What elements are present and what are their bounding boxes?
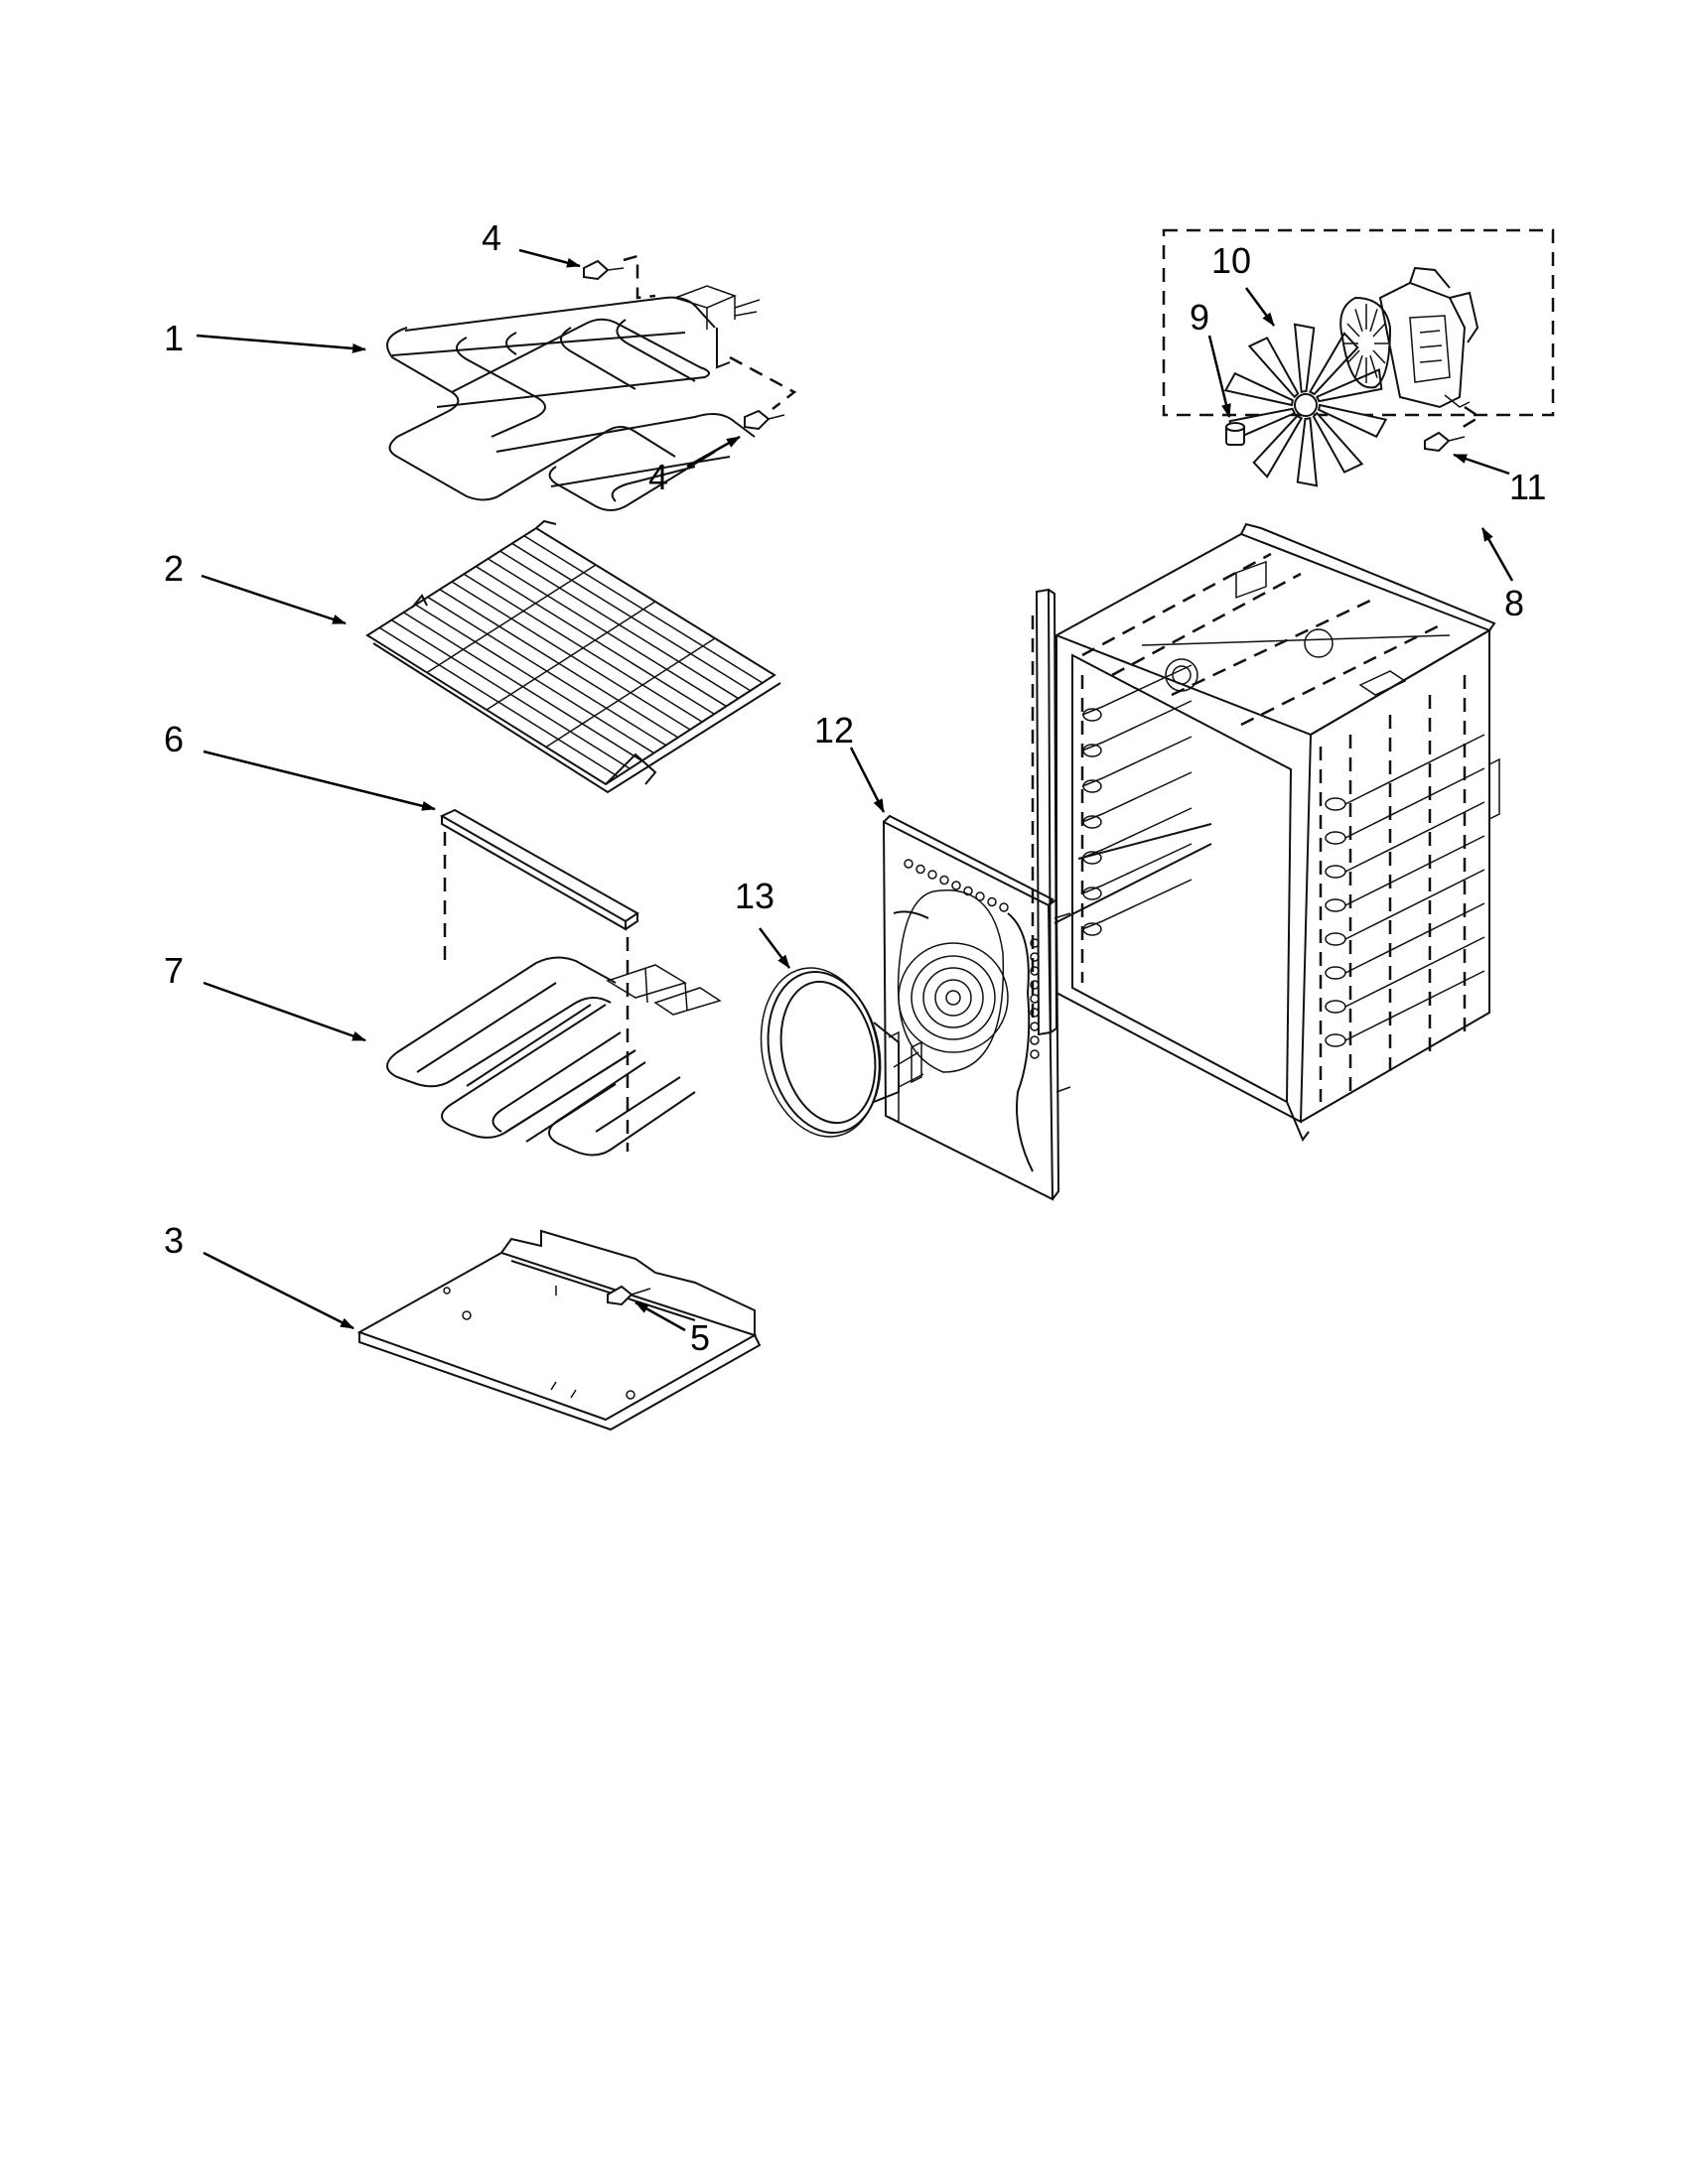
screw-icon	[607, 1285, 651, 1306]
screw-icon	[1424, 431, 1466, 453]
screw-icon	[744, 409, 785, 431]
convection-cover-icon	[882, 814, 1071, 1201]
callout-8: 8	[1504, 583, 1524, 623]
convection-fan-blade-icon	[1223, 323, 1388, 487]
fan-nut-icon	[1225, 422, 1245, 446]
screw-icon	[583, 259, 625, 281]
oven-rack-icon	[365, 519, 781, 794]
callout-10: 10	[1211, 240, 1251, 281]
callout-4-top: 4	[482, 217, 501, 258]
fan-assembly-group-box	[1162, 228, 1555, 417]
callout-7: 7	[164, 950, 184, 991]
callout-11: 11	[1509, 467, 1546, 507]
callout-5: 5	[690, 1317, 710, 1358]
element-shield-icon	[439, 808, 639, 931]
callout-13: 13	[735, 876, 774, 916]
callout-2: 2	[164, 548, 184, 589]
convection-element-icon	[760, 967, 924, 1138]
callout-12: 12	[814, 710, 854, 751]
callout-6: 6	[164, 719, 184, 759]
callout-3: 3	[164, 1220, 184, 1261]
broil-element-icon	[386, 285, 761, 511]
callout-1: 1	[164, 318, 184, 358]
bake-element-icon	[386, 956, 722, 1157]
fan-motor-icon	[1339, 266, 1482, 431]
oven-cavity-icon	[1031, 522, 1500, 1142]
callout-9: 9	[1190, 297, 1209, 338]
bottom-vent-panel-icon	[356, 1229, 762, 1432]
screw-path	[729, 355, 797, 410]
cover-guide-line	[1054, 843, 1212, 924]
callout-4-bottom: 4	[648, 457, 668, 497]
screw-path	[623, 254, 656, 300]
callout-arrows	[196, 248, 1514, 1332]
